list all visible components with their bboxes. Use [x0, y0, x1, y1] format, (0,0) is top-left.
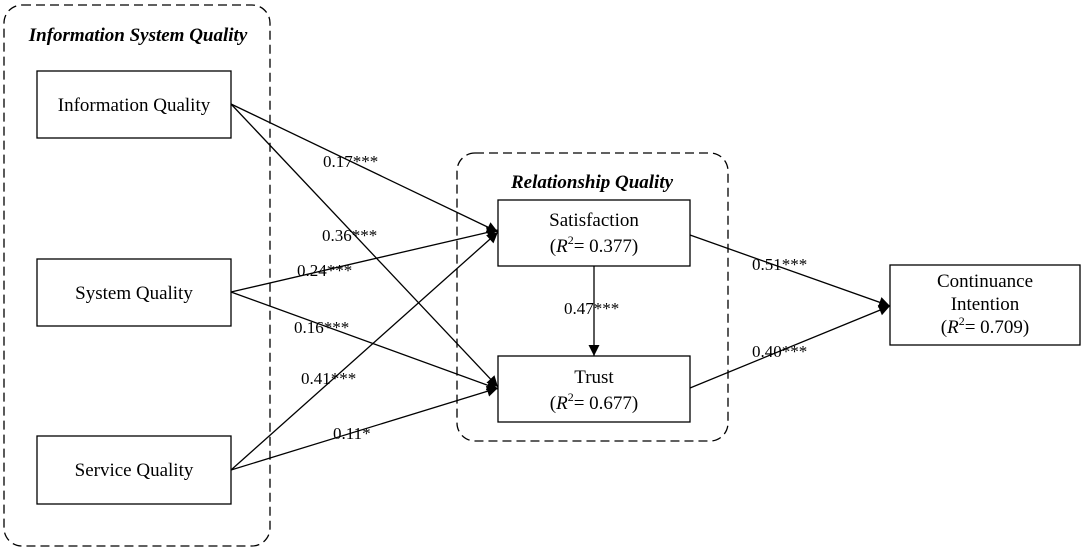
satisfaction-r2-sup: 2 — [568, 233, 574, 247]
node-trust: Trust (R2= 0.677) — [497, 355, 691, 423]
information-quality-box — [36, 70, 232, 139]
node-satisfaction: Satisfaction (R2= 0.377) — [497, 199, 691, 267]
continuance-intention-r2-sup: 2 — [959, 314, 965, 328]
continuance-intention-r2-open: ( — [941, 317, 947, 338]
relationship-quality-group — [456, 152, 729, 442]
edge-information-quality-to-trust — [230, 103, 499, 388]
satisfaction-box — [497, 199, 691, 267]
info-system-quality-label: Information System Quality — [28, 25, 248, 46]
node-information-quality: Information Quality — [36, 70, 232, 139]
info-system-quality-group — [3, 4, 271, 547]
trust-r2-sup: 2 — [568, 390, 574, 404]
coef-service-quality-trust: 0.11* — [333, 424, 371, 443]
continuance-intention-r2: (R2= 0.709) — [941, 314, 1029, 338]
trust-r2-open: ( — [550, 393, 556, 414]
satisfaction-r2-value: = 0.377) — [574, 236, 639, 257]
node-service-quality: Service Quality — [36, 435, 232, 505]
edge-system-quality-to-satisfaction — [230, 227, 499, 293]
satisfaction-r2-open: ( — [550, 236, 556, 257]
coef-system-quality-trust: 0.16*** — [294, 318, 349, 337]
satisfaction-r2-symbol: R — [555, 236, 568, 257]
trust-label: Trust — [574, 367, 614, 388]
system-quality-label: System Quality — [75, 283, 193, 304]
continuance-intention-r2-value: = 0.709) — [965, 317, 1030, 338]
edge-trust-to-continuance — [689, 305, 891, 389]
trust-r2-symbol: R — [555, 393, 568, 414]
coef-information-quality-satisfaction: 0.17*** — [323, 152, 378, 171]
continuance-intention-r2-symbol: R — [946, 317, 959, 338]
coef-satisfaction-trust: 0.47*** — [564, 299, 619, 318]
node-continuance-intention: Continuance Intention (R2= 0.709) — [889, 264, 1081, 346]
relationship-quality-label: Relationship Quality — [510, 172, 674, 193]
edge-satisfaction-to-continuance — [689, 234, 891, 308]
coef-information-quality-trust: 0.36*** — [322, 226, 377, 245]
continuance-intention-label-line1: Continuance — [937, 271, 1033, 292]
coef-system-quality-satisfaction: 0.24*** — [297, 261, 352, 280]
continuance-intention-box — [889, 264, 1081, 346]
edge-service-quality-to-trust — [230, 385, 499, 471]
node-system-quality: System Quality — [36, 258, 232, 327]
edge-system-quality-to-trust — [230, 291, 499, 391]
service-quality-box — [36, 435, 232, 505]
continuance-intention-label-line2: Intention — [951, 294, 1020, 315]
trust-r2-value: = 0.677) — [574, 393, 639, 414]
system-quality-box — [36, 258, 232, 327]
coef-service-quality-satisfaction: 0.41*** — [301, 369, 356, 388]
information-quality-label: Information Quality — [58, 95, 211, 116]
edge-service-quality-to-satisfaction — [230, 231, 499, 471]
trust-box — [497, 355, 691, 423]
satisfaction-r2: (R2= 0.377) — [550, 233, 638, 257]
coef-satisfaction-continuance: 0.51*** — [752, 255, 807, 274]
satisfaction-label: Satisfaction — [549, 210, 639, 231]
trust-r2: (R2= 0.677) — [550, 390, 638, 414]
coef-trust-continuance: 0.40*** — [752, 342, 807, 361]
service-quality-label: Service Quality — [75, 460, 194, 481]
edge-information-quality-to-satisfaction — [230, 103, 499, 233]
